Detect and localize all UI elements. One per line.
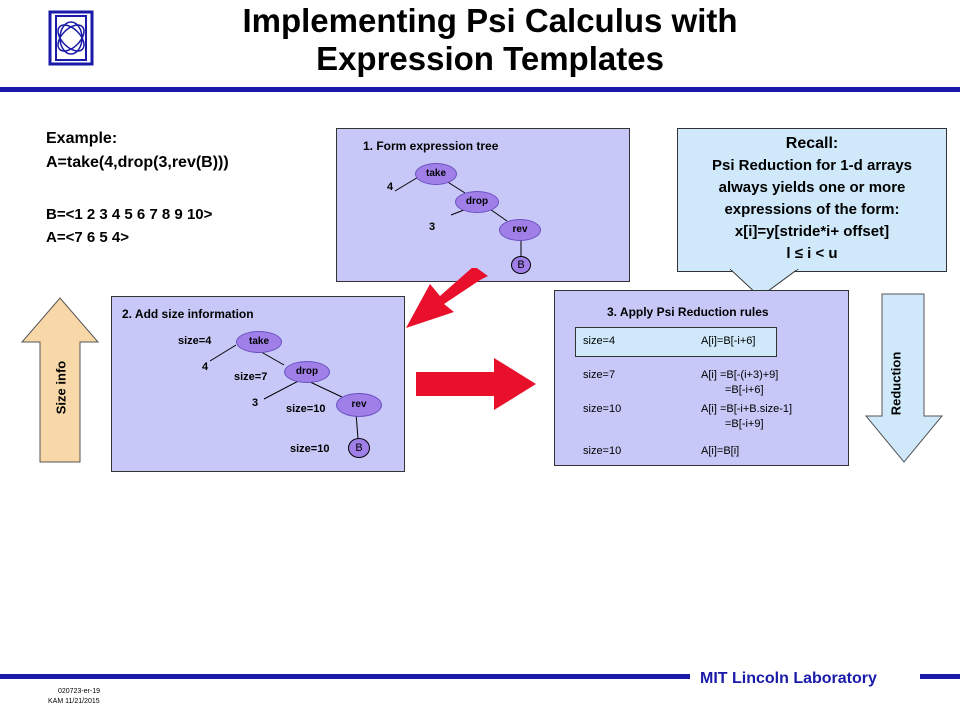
row2-expr: A[i] =B[-(i+3)+9] bbox=[701, 369, 779, 381]
row1-expr: A[i]=B[-i+6] bbox=[701, 335, 756, 347]
row3-expr-cont: =B[-i+9] bbox=[725, 418, 764, 430]
row2-expr-cont: =B[-i+6] bbox=[725, 384, 764, 396]
title-line-2: Expression Templates bbox=[316, 40, 664, 77]
node-rev: rev bbox=[499, 219, 541, 241]
recall-line-6: l ≤ i < u bbox=[786, 245, 838, 262]
title-line-1: Implementing Psi Calculus with bbox=[242, 2, 738, 39]
example-b-value: B=<1 2 3 4 5 6 7 8 9 10> bbox=[46, 206, 213, 223]
size-b: size=10 bbox=[290, 443, 330, 455]
panel2-label: 2. Add size information bbox=[122, 307, 254, 321]
recall-line-5: x[i]=y[stride*i+ offset] bbox=[734, 223, 890, 240]
panel-form-expression-tree: 1. Form expression tree take drop rev B … bbox=[336, 128, 630, 282]
node2-rev: rev bbox=[336, 393, 382, 417]
size-info-arrow bbox=[20, 297, 100, 463]
size-rev: size=10 bbox=[286, 403, 326, 415]
arg2-4: 4 bbox=[202, 361, 209, 373]
node2-drop: drop bbox=[284, 361, 330, 383]
panel3-label: 3. Apply Psi Reduction rules bbox=[607, 305, 769, 319]
example-expression: A=take(4,drop(3,rev(B))) bbox=[46, 154, 229, 171]
node2-b: B bbox=[348, 438, 370, 458]
example-label: Example: bbox=[46, 130, 118, 147]
arrow-right bbox=[416, 358, 536, 410]
size-info-label: Size info bbox=[53, 360, 69, 415]
arg-3: 3 bbox=[429, 221, 436, 233]
example-a-value: A=<7 6 5 4> bbox=[46, 229, 129, 246]
lincoln-lab-logo bbox=[48, 10, 94, 66]
page-title: Implementing Psi Calculus with Expressio… bbox=[150, 2, 830, 78]
header-rule bbox=[0, 87, 960, 92]
size-take: size=4 bbox=[178, 335, 212, 347]
footer-rule-left bbox=[0, 674, 690, 679]
panel-apply-psi-reduction: 3. Apply Psi Reduction rules size=4 A[i]… bbox=[554, 290, 849, 466]
node2-take: take bbox=[236, 331, 282, 353]
recall-line-3: always yields one or more bbox=[718, 179, 906, 196]
lab-name: MIT Lincoln Laboratory bbox=[700, 670, 877, 687]
row3-expr: A[i] =B[-i+B.size-1] bbox=[701, 403, 793, 415]
recall-line-4: expressions of the form: bbox=[724, 201, 900, 218]
reduction-arrow bbox=[864, 293, 944, 463]
arrow-down-left bbox=[406, 268, 488, 328]
panel-add-size-information: 2. Add size information take drop rev B … bbox=[111, 296, 405, 472]
arg-4: 4 bbox=[387, 181, 394, 193]
panel1-label: 1. Form expression tree bbox=[363, 139, 499, 153]
arg2-3: 3 bbox=[252, 397, 259, 409]
row4-expr: A[i]=B[i] bbox=[701, 445, 740, 457]
footer-rule-right bbox=[920, 674, 960, 679]
row4-size: size=10 bbox=[583, 445, 622, 457]
row3-size: size=10 bbox=[583, 403, 622, 415]
recall-pointer bbox=[730, 269, 799, 298]
footer-kam: KAM 11/21/2015 bbox=[48, 698, 100, 705]
node-take: take bbox=[415, 163, 457, 185]
highlight-row-box bbox=[575, 327, 777, 357]
reduction-label: Reduction bbox=[888, 351, 904, 416]
row2-size: size=7 bbox=[583, 369, 616, 381]
size-drop: size=7 bbox=[234, 371, 268, 383]
row1-size: size=4 bbox=[583, 335, 616, 347]
recall-callout: Recall: Psi Reduction for 1-d arrays alw… bbox=[677, 128, 947, 272]
recall-line-2: Psi Reduction for 1-d arrays bbox=[711, 157, 913, 174]
node-drop: drop bbox=[455, 191, 499, 213]
node-b: B bbox=[511, 256, 531, 274]
recall-title: Recall: bbox=[785, 135, 839, 152]
footer-code: 020723-er-19 bbox=[58, 688, 101, 695]
